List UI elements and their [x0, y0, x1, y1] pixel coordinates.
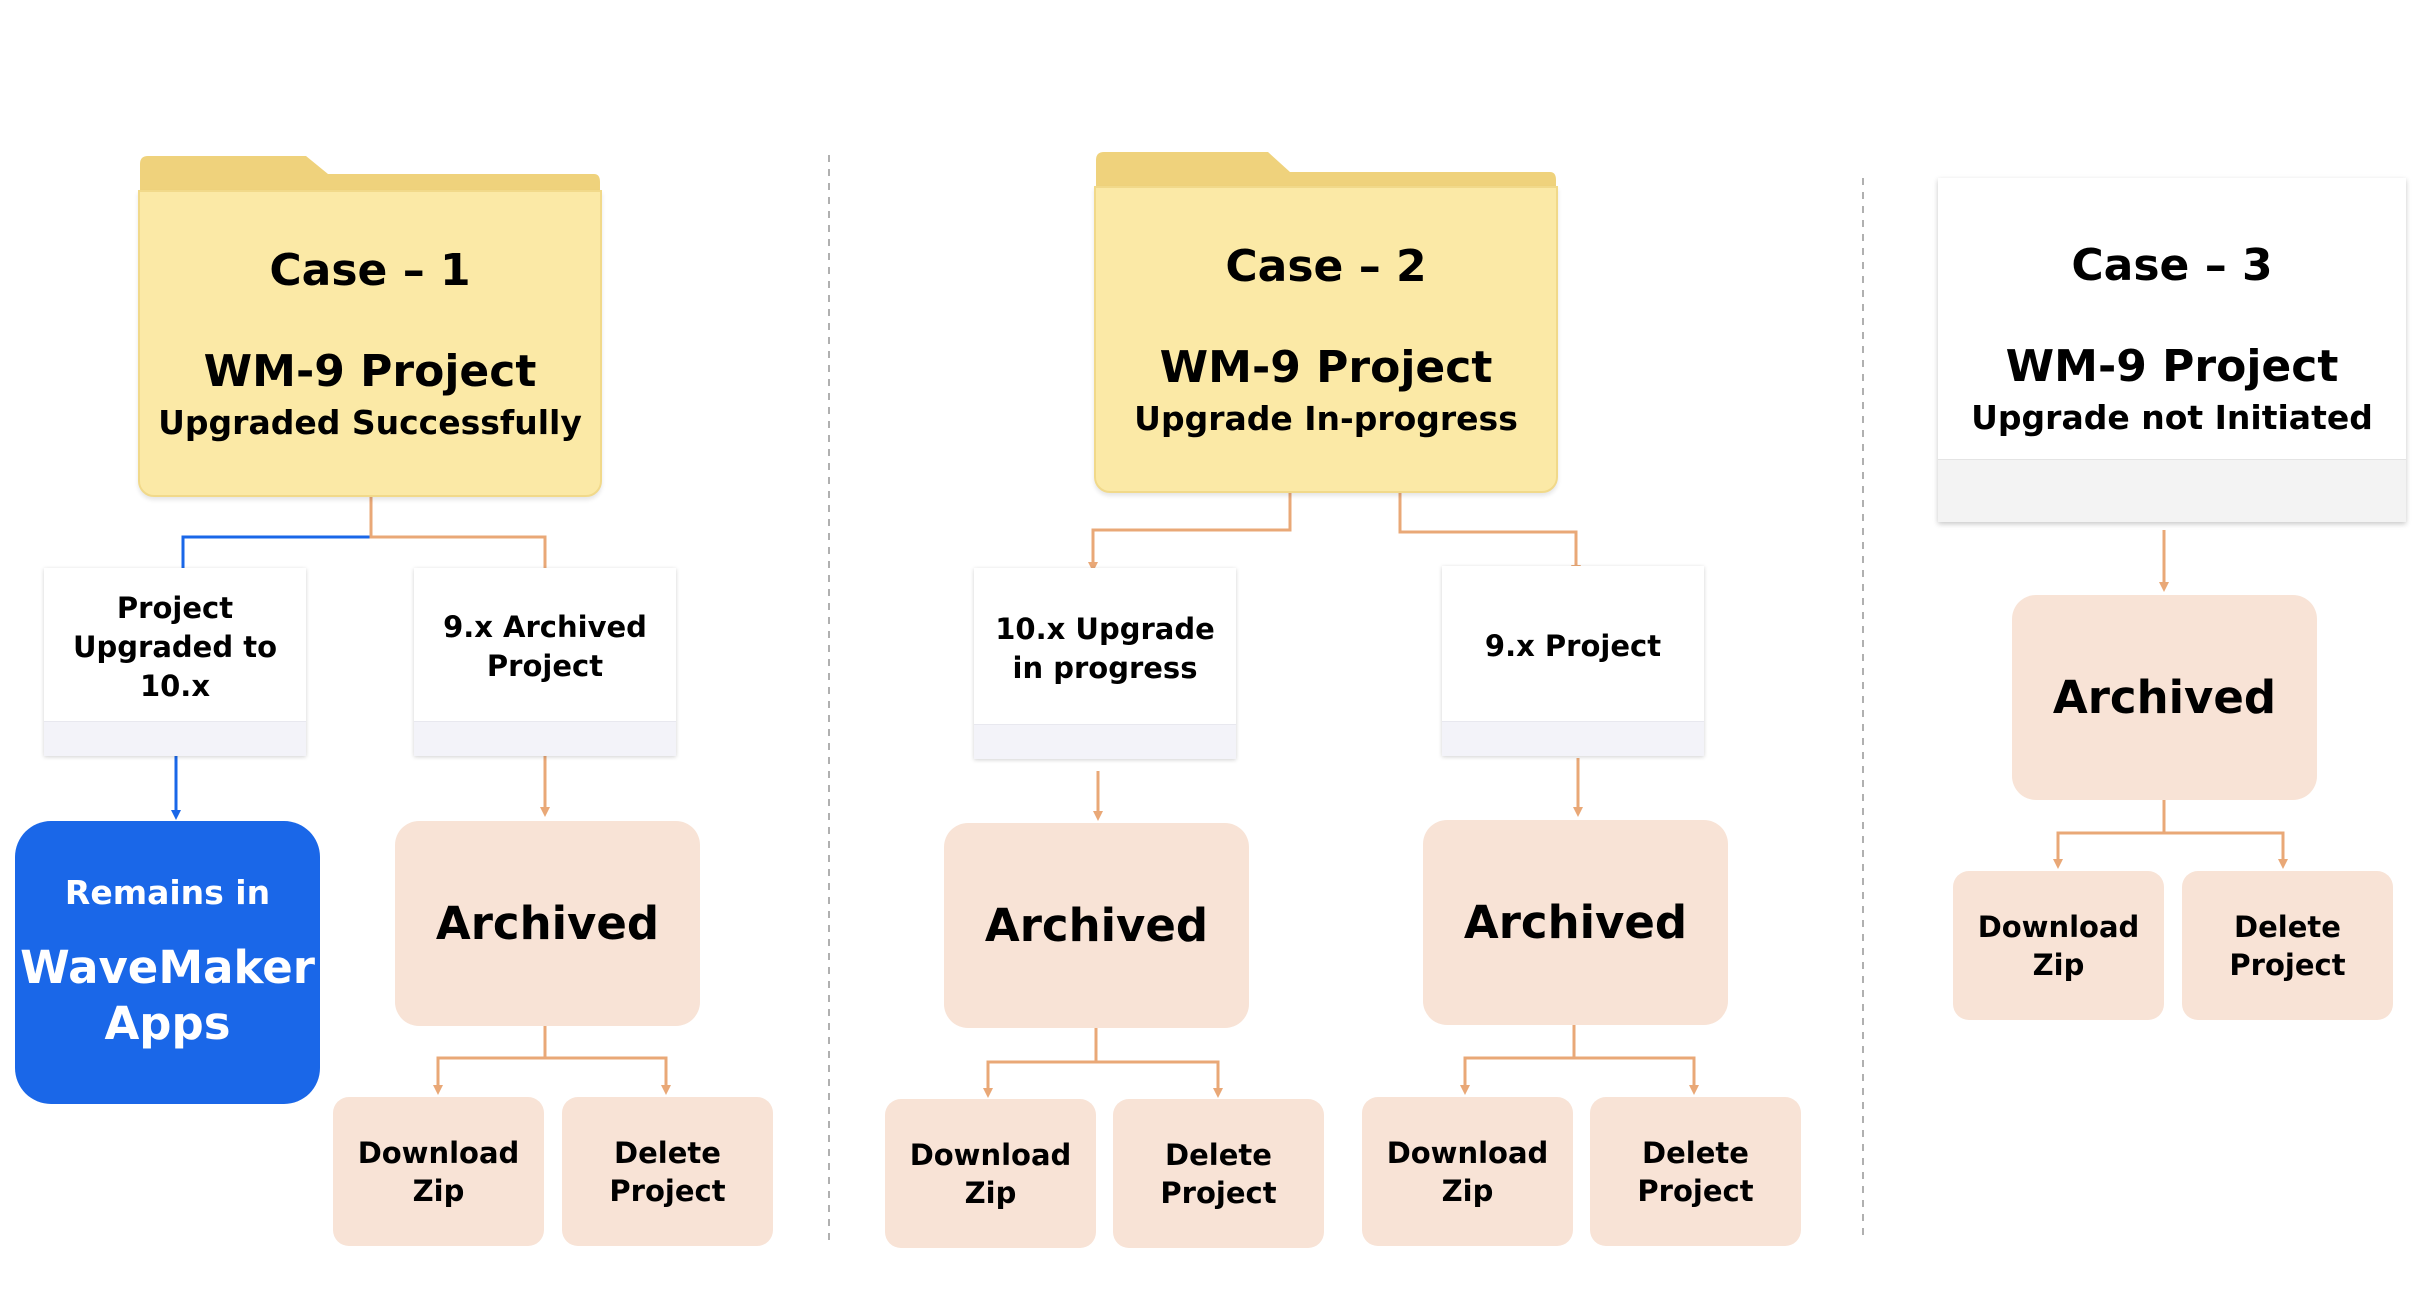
case2-archived-b-text: Archived	[1463, 896, 1688, 949]
folder-icon	[140, 156, 600, 198]
case2-project: WM-9 Project	[1159, 342, 1493, 393]
connector-c2-to-project	[1398, 493, 1581, 575]
case3-project: WM-9 Project	[2005, 341, 2339, 392]
case3-delete-project[interactable]: Delete Project	[2182, 871, 2393, 1020]
case1-archived-text: Archived	[435, 897, 660, 950]
case3-archived-text: Archived	[2052, 671, 2277, 724]
connector-c2-to-inprogress	[1088, 493, 1292, 572]
case1-upgraded-label[interactable]: Project Upgraded to 10.x	[44, 568, 306, 756]
connector-c1-to-upgraded	[178, 497, 373, 580]
remains-in-wavemaker-apps[interactable]: Remains in WaveMaker Apps	[15, 821, 320, 1104]
case2-download-a-text: Download Zip	[909, 1137, 1072, 1210]
connector-c3-archived-to-delete	[2162, 797, 2288, 869]
case3-delete-text: Delete Project	[2229, 909, 2346, 982]
connector-c2b-to-download	[1460, 1022, 1576, 1095]
case2-folder[interactable]: Case – 2 WM-9 Project Upgrade In-progres…	[1094, 186, 1558, 493]
case1-upgraded-text: Project Upgraded to 10.x	[72, 590, 277, 703]
case1-folder[interactable]: Case – 1 WM-9 Project Upgraded Successfu…	[138, 190, 602, 497]
case1-project: WM-9 Project	[203, 346, 537, 397]
case1-archived-project-label[interactable]: 9.x Archived Project	[414, 568, 676, 756]
remains-in-text: Remains in	[64, 873, 271, 912]
case2-project-label[interactable]: 9.x Project	[1442, 566, 1704, 756]
case1-title: Case – 1	[269, 245, 471, 296]
case2-download-b-text: Download Zip	[1386, 1135, 1549, 1208]
case1-delete-text: Delete Project	[609, 1135, 726, 1208]
label-strip	[1442, 721, 1704, 756]
case2-inprogress-label[interactable]: 10.x Upgrade in progress	[974, 568, 1236, 759]
case2-archived-a-text: Archived	[984, 899, 1209, 952]
connector-c1-archived-to-delete	[543, 1022, 671, 1095]
case2-title: Case – 2	[1225, 241, 1427, 292]
case2-archived-box-a[interactable]: Archived	[944, 823, 1249, 1028]
wavemaker-apps-text: WaveMaker Apps	[20, 941, 315, 1050]
case1-archived-project-text: 9.x Archived Project	[443, 610, 647, 683]
case3-card[interactable]: Case – 3 WM-9 Project Upgrade not Initia…	[1938, 178, 2406, 522]
case2-delete-project-a[interactable]: Delete Project	[1113, 1099, 1324, 1248]
case2-delete-a-text: Delete Project	[1160, 1137, 1277, 1210]
case1-archived-box[interactable]: Archived	[395, 821, 700, 1026]
card-footer-strip	[1938, 459, 2406, 522]
connector-c3-archived-to-download	[2053, 797, 2166, 869]
case1-download-text: Download Zip	[357, 1135, 520, 1208]
connector-c2a-to-delete	[1094, 1026, 1223, 1098]
case2-status: Upgrade In-progress	[1134, 399, 1518, 438]
case2-inprogress-text: 10.x Upgrade in progress	[995, 611, 1215, 685]
connector-c1-archived-to-download	[433, 1022, 547, 1095]
label-strip	[44, 721, 306, 756]
connector-c2a-to-download	[983, 1026, 1098, 1098]
case2-download-zip-a[interactable]: Download Zip	[885, 1099, 1096, 1248]
case3-download-text: Download Zip	[1977, 909, 2140, 982]
case2-archived-box-b[interactable]: Archived	[1423, 820, 1728, 1025]
case2-download-zip-b[interactable]: Download Zip	[1362, 1097, 1573, 1246]
case2-delete-b-text: Delete Project	[1637, 1135, 1754, 1208]
connector-c1-to-archived-project	[369, 497, 550, 580]
case3-download-zip[interactable]: Download Zip	[1953, 871, 2164, 1020]
case3-status: Upgrade not Initiated	[1971, 398, 2373, 437]
case2-project-text: 9.x Project	[1484, 628, 1662, 663]
label-strip	[974, 724, 1236, 759]
case1-status: Upgraded Successfully	[158, 403, 582, 442]
case1-delete-project[interactable]: Delete Project	[562, 1097, 773, 1246]
connector-c2b-to-delete	[1572, 1022, 1699, 1095]
case1-download-zip[interactable]: Download Zip	[333, 1097, 544, 1246]
case3-title: Case – 3	[2071, 240, 2273, 291]
label-strip	[414, 721, 676, 756]
case3-archived-box[interactable]: Archived	[2012, 595, 2317, 800]
folder-icon	[1096, 152, 1556, 194]
case2-delete-project-b[interactable]: Delete Project	[1590, 1097, 1801, 1246]
